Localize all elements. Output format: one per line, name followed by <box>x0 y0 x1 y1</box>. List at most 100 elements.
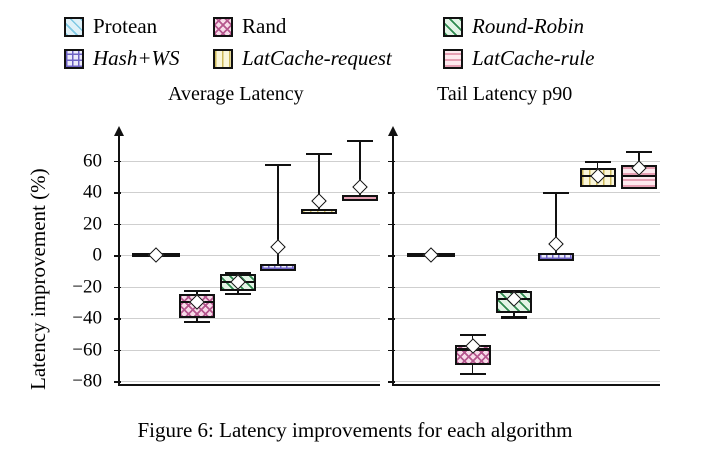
grid-line <box>392 255 660 256</box>
grid-line <box>392 349 660 351</box>
whisker-cap-upper <box>459 333 486 336</box>
whisker-cap-upper <box>265 163 292 166</box>
latcache-rule-swatch-icon <box>443 48 463 69</box>
y-tick-mark <box>388 381 395 383</box>
grid-line <box>392 381 660 382</box>
box-iqr <box>341 195 378 202</box>
whisker-lower <box>471 365 474 374</box>
boxplot-latcache-request[interactable] <box>579 130 616 386</box>
legend-label-hash-ws: Hash+WS <box>93 46 180 70</box>
plot-panel-average-latency <box>113 126 380 387</box>
y-tick-mark <box>388 255 395 257</box>
boxplot-latcache-rule[interactable] <box>341 130 378 386</box>
y-tick-mark <box>114 349 121 352</box>
y-tick-mark <box>114 160 121 163</box>
legend-item-rand: Rand <box>213 16 286 37</box>
boxplot-round-robin[interactable] <box>219 130 256 386</box>
boxplot-protean[interactable] <box>132 130 181 386</box>
legend-label-rand: Rand <box>242 14 287 38</box>
whisker-cap-lower <box>459 373 486 376</box>
legend-item-hash-ws: Hash+WS <box>64 48 180 69</box>
median-line <box>621 175 658 178</box>
grid-line <box>118 192 380 193</box>
boxplot-hash-ws[interactable] <box>260 130 297 386</box>
box-iqr <box>537 253 574 262</box>
y-tick-mark <box>388 223 395 226</box>
y-tick-mark <box>114 318 121 320</box>
boxplot-protean[interactable] <box>406 130 455 386</box>
legend-label-latcache-request: LatCache-request <box>242 46 392 70</box>
grid-line <box>118 160 380 162</box>
mean-marker-diamond <box>311 193 327 210</box>
whisker-lower <box>236 291 239 293</box>
grid-line <box>392 160 660 162</box>
panel-title-average-latency: Average Latency <box>168 83 304 105</box>
grid-line <box>118 223 380 225</box>
boxplot-rand[interactable] <box>454 130 491 386</box>
boxplot-latcache-rule[interactable] <box>621 130 658 386</box>
y-tick-mark <box>388 318 395 320</box>
whisker-lower <box>513 313 516 317</box>
whisker-cap-upper <box>626 151 653 154</box>
x-axis-line <box>392 384 660 387</box>
mean-marker-diamond <box>423 247 439 263</box>
panel-title-tail-latency: Tail Latency p90 <box>437 83 573 105</box>
y-tick-mark <box>388 286 395 289</box>
whisker-cap-lower <box>184 321 210 324</box>
y-axis-arrow-icon <box>387 126 398 136</box>
y-tick-mark <box>114 286 121 289</box>
whisker-cap-upper <box>584 160 611 163</box>
whisker-upper <box>554 192 557 254</box>
y-axis-line <box>392 136 395 386</box>
legend-item-latcache-rule: LatCache-rule <box>443 48 594 69</box>
protean-swatch-icon <box>64 16 84 37</box>
y-tick-mark <box>388 349 395 352</box>
whisker-upper <box>596 160 599 169</box>
whisker-cap-upper <box>346 140 373 143</box>
whisker-upper <box>318 152 320 210</box>
hash-ws-swatch-icon <box>64 48 84 69</box>
grid-line <box>118 255 380 256</box>
grid-line <box>118 349 380 351</box>
plot-panel-tail-latency <box>387 126 660 387</box>
grid-line <box>392 192 660 193</box>
box-iqr <box>301 209 337 215</box>
y-tick-label: −80 <box>72 370 102 392</box>
whisker-upper <box>638 151 641 166</box>
legend-item-round-robin: Round-Robin <box>443 16 584 37</box>
legend-item-latcache-request: LatCache-request <box>213 48 392 69</box>
whisker-cap-upper <box>501 289 528 292</box>
whisker-cap-upper <box>184 289 210 292</box>
boxplot-rand[interactable] <box>179 130 215 386</box>
grid-line <box>118 381 380 382</box>
y-tick-mark <box>114 192 121 194</box>
whisker-cap-upper <box>224 272 251 275</box>
y-tick-label: 20 <box>83 213 102 234</box>
whisker-lower <box>196 318 198 322</box>
boxplot-hash-ws[interactable] <box>537 130 574 386</box>
y-tick-mark <box>388 192 395 194</box>
y-tick-mark <box>388 160 395 163</box>
y-tick-label: −20 <box>72 276 102 297</box>
legend-label-round-robin: Round-Robin <box>472 14 584 38</box>
whisker-cap-lower <box>501 316 528 319</box>
y-tick-label: 0 <box>92 244 103 266</box>
figure-caption: Figure 6: Latency improvements for each … <box>137 418 573 442</box>
y-tick-mark <box>114 381 121 383</box>
whisker-cap-lower <box>224 292 251 295</box>
x-axis-line <box>118 384 380 387</box>
y-tick-mark <box>114 223 121 226</box>
grid-line <box>118 318 380 319</box>
mean-marker-diamond <box>148 247 165 263</box>
y-axis-arrow-icon <box>113 126 124 136</box>
boxplot-latcache-request[interactable] <box>301 130 337 386</box>
y-tick-label: 60 <box>83 150 102 171</box>
boxplot-round-robin[interactable] <box>496 130 533 386</box>
y-tick-label: −40 <box>72 307 102 329</box>
whisker-upper <box>196 289 198 295</box>
mean-marker-diamond <box>548 236 564 252</box>
round-robin-swatch-icon <box>443 16 463 37</box>
legend: Protean Rand Round-Robin Hash+WS LatCach… <box>0 8 710 70</box>
y-tick-label: 40 <box>83 181 102 203</box>
